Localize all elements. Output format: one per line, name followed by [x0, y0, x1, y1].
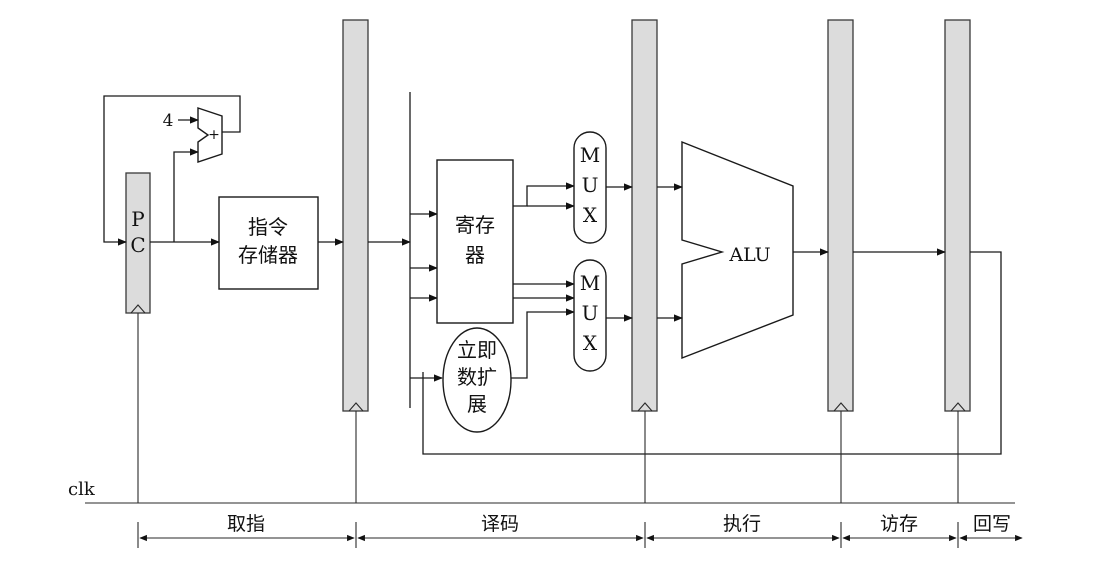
mux-top-c1: M	[580, 143, 600, 167]
register-file-line1: 寄存	[455, 213, 495, 237]
reg-out1-wire	[513, 182, 575, 207]
pc-label-line1: P	[131, 207, 144, 231]
instruction-memory-line2: 存储器	[238, 243, 298, 267]
instruction-memory-box	[218, 196, 319, 290]
clk-label: clk	[68, 479, 96, 500]
mux-bottom	[573, 259, 607, 372]
immediate-extend-line3: 展	[467, 392, 487, 416]
mux-bottom-c2: U	[582, 301, 599, 325]
register-file-box	[436, 159, 514, 324]
if-id-clock-notch	[348, 402, 364, 412]
immediate-extend-line1: 立即	[457, 338, 497, 362]
mem-wb-register	[944, 19, 971, 412]
stage-label-decode: 译码	[481, 513, 519, 535]
instruction-memory-line1: 指令	[248, 215, 288, 239]
immediate-extend-ellipse	[442, 327, 512, 433]
alu-label: ALU	[728, 244, 770, 266]
immediate-extend-line2: 数扩	[457, 365, 497, 389]
mux-top-c3: X	[583, 203, 598, 227]
mux-top-c2: U	[582, 173, 599, 197]
imm-to-mux-wire	[511, 308, 575, 379]
stage-label-memory: 访存	[880, 513, 918, 535]
mem-wb-clock-notch	[950, 402, 966, 412]
writeback-loop-wire	[422, 251, 1002, 455]
register-file-line2: 器	[465, 243, 485, 267]
stage-label-execute: 执行	[723, 513, 761, 535]
id-ex-register	[631, 19, 658, 412]
ex-mem-clock-notch	[833, 402, 849, 412]
adder-feedback-wire	[103, 95, 241, 246]
pc-clock-notch	[130, 304, 146, 314]
if-id-register	[342, 19, 369, 412]
adder-op-label: +	[208, 127, 220, 143]
pc-to-adder-wire	[173, 148, 199, 242]
stage-label-fetch: 取指	[227, 513, 265, 535]
ex-mem-register	[827, 19, 854, 412]
adder-const-label: 4	[163, 111, 174, 131]
stage-label-writeback: 回写	[973, 513, 1011, 535]
pc-label-line2: C	[130, 233, 145, 257]
mux-bottom-c3: X	[583, 331, 598, 355]
alu-shape	[681, 140, 794, 360]
mux-bottom-c1: M	[580, 271, 600, 295]
id-ex-clock-notch	[637, 402, 653, 412]
